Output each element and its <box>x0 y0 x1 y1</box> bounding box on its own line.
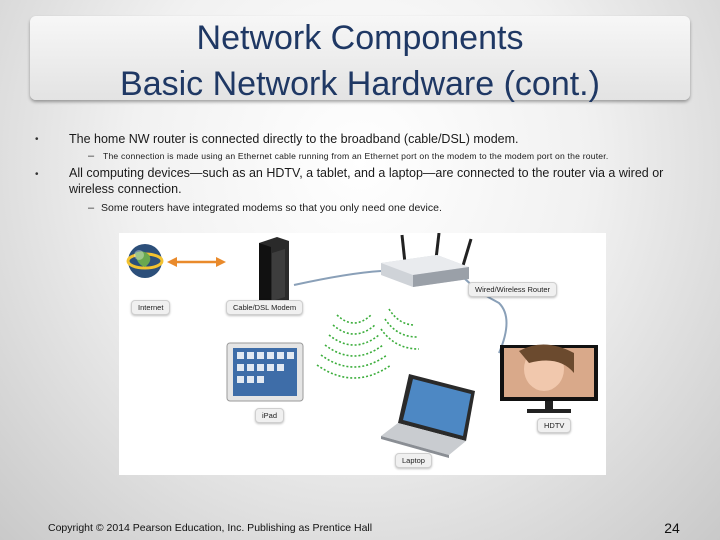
sub-bullet-marker: – <box>88 150 95 162</box>
bullet-1-text: The home NW router is connected directly… <box>69 132 519 146</box>
bullet-2-text-line-1: All computing devices—such as an HDTV, a… <box>69 166 664 180</box>
connection-arrow <box>167 257 226 267</box>
network-diagram-art <box>126 232 598 458</box>
ethernet-cable <box>293 270 382 286</box>
page-number: 24 <box>664 520 680 536</box>
footer-copyright: Copyright © 2014 Pearson Education, Inc.… <box>48 522 373 534</box>
label-ipad: iPad <box>255 408 285 423</box>
slide-title-line-1: Network Components <box>196 19 524 57</box>
label-cable-modem: Cable/DSL Modem <box>226 300 304 315</box>
label-hdtv: HDTV <box>537 418 572 433</box>
bullet-2-sub-text: Some routers have integrated modems so t… <box>101 202 442 214</box>
slide-title-line-2: Basic Network Hardware (cont.) <box>120 65 600 103</box>
cable-modem-icon <box>259 237 289 309</box>
wifi-waves-icon <box>316 308 420 379</box>
sub-bullet-marker: – <box>88 202 95 214</box>
label-laptop: Laptop <box>395 453 432 468</box>
bullet-marker: • <box>35 134 39 145</box>
bullet-marker: • <box>35 169 39 180</box>
router-icon <box>381 232 473 287</box>
label-internet: Internet <box>131 300 171 315</box>
bullet-2-text-line-2: wireless connection. <box>69 182 182 196</box>
globe-icon <box>126 244 164 278</box>
ipad-icon <box>226 342 304 402</box>
hdtv-icon <box>500 344 598 413</box>
label-router: Wired/Wireless Router <box>468 282 558 297</box>
bullet-1-sub-text: The connection is made using an Ethernet… <box>103 151 609 161</box>
network-diagram: Internet Cable/DSL Modem Wired/Wireless … <box>119 232 606 475</box>
laptop-icon <box>381 374 475 458</box>
title-box <box>30 16 690 100</box>
